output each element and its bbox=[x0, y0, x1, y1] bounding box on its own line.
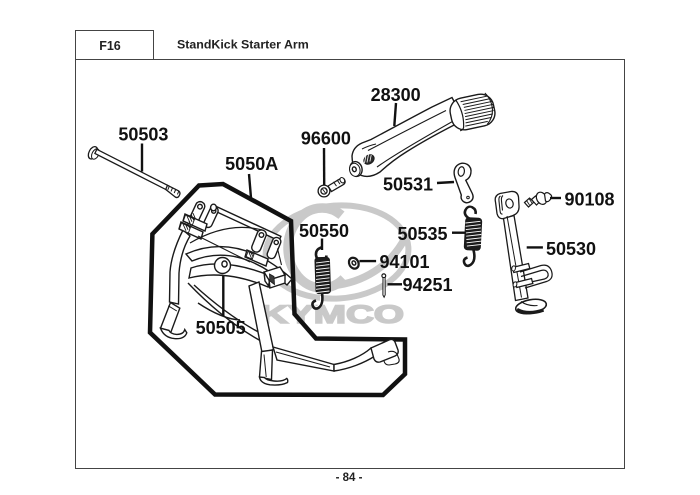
svg-text:50550: 50550 bbox=[299, 221, 349, 241]
svg-text:94251: 94251 bbox=[402, 275, 452, 295]
svg-text:5050A: 5050A bbox=[225, 154, 278, 174]
svg-text:KYMCO: KYMCO bbox=[260, 301, 404, 329]
svg-text:- 84 -: - 84 - bbox=[336, 472, 363, 484]
svg-text:StandKick Starter Arm: StandKick Starter Arm bbox=[177, 38, 309, 52]
svg-text:50535: 50535 bbox=[397, 224, 447, 244]
svg-text:90108: 90108 bbox=[564, 190, 614, 210]
svg-text:50530: 50530 bbox=[546, 239, 596, 259]
svg-text:50503: 50503 bbox=[118, 125, 168, 145]
svg-text:96600: 96600 bbox=[301, 129, 351, 149]
svg-text:28300: 28300 bbox=[371, 85, 421, 105]
svg-text:F16: F16 bbox=[99, 39, 121, 53]
svg-text:94101: 94101 bbox=[379, 252, 429, 272]
svg-text:50505: 50505 bbox=[196, 318, 246, 338]
svg-text:50531: 50531 bbox=[383, 175, 433, 195]
